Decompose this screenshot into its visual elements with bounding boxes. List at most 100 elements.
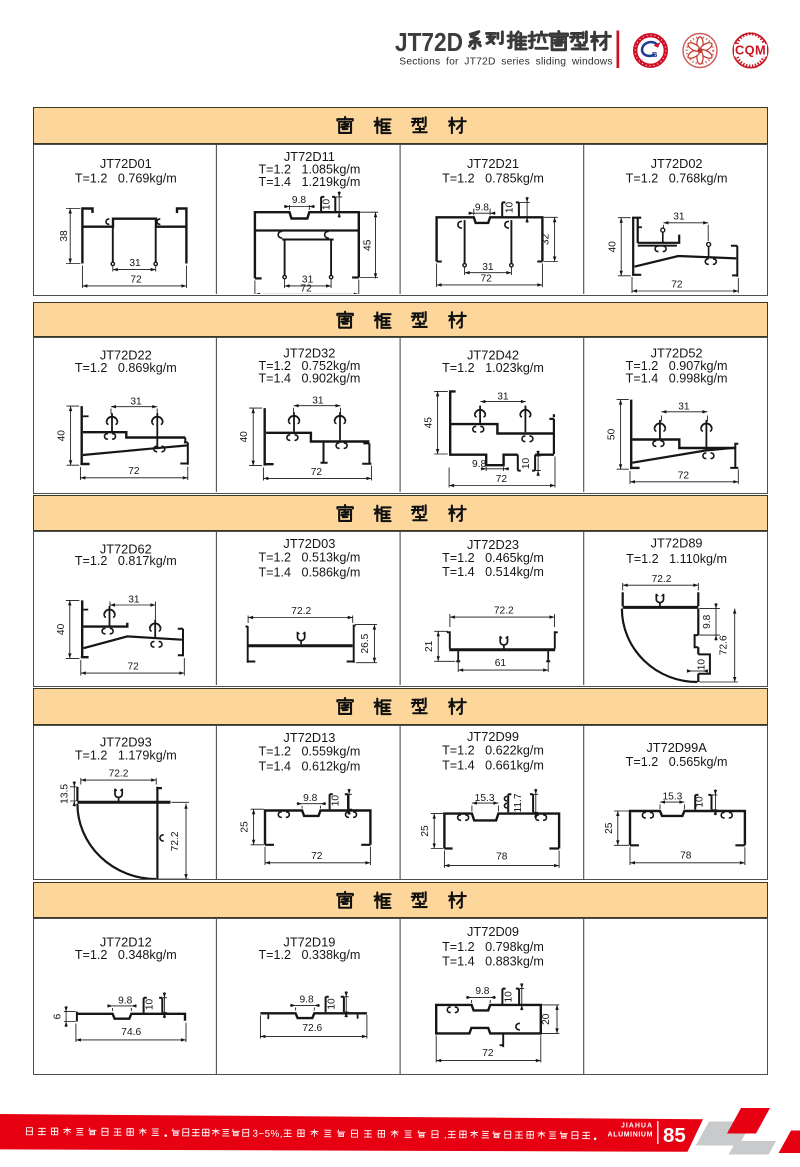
svg-text:72: 72 xyxy=(671,279,683,290)
svg-text:31: 31 xyxy=(678,402,690,413)
svg-text:JT72D23: JT72D23 xyxy=(467,537,519,552)
svg-text:9.8: 9.8 xyxy=(300,994,314,1005)
svg-text:10: 10 xyxy=(521,458,532,470)
svg-text:ALUMINIUM: ALUMINIUM xyxy=(608,1132,653,1139)
svg-text:20: 20 xyxy=(541,1013,552,1025)
svg-text:50: 50 xyxy=(607,429,618,441)
svg-text:72.2: 72.2 xyxy=(652,574,672,585)
svg-text:T=1.2 0.348kg/m: T=1.2 0.348kg/m xyxy=(75,948,177,962)
svg-text:10: 10 xyxy=(331,794,342,806)
svg-text:JT72D21: JT72D21 xyxy=(467,156,519,171)
svg-text:32: 32 xyxy=(541,233,552,245)
svg-text:31: 31 xyxy=(129,258,141,269)
svg-text:45: 45 xyxy=(363,239,374,251)
svg-text:T=1.2 1.110kg/m: T=1.2 1.110kg/m xyxy=(626,552,727,566)
svg-text:JT72D99A: JT72D99A xyxy=(646,740,707,755)
svg-text:T=1.2 0.907kg/m: T=1.2 0.907kg/m xyxy=(626,359,728,373)
svg-text:JT72D99: JT72D99 xyxy=(467,729,519,744)
svg-text:T=1.2 0.798kg/m: T=1.2 0.798kg/m xyxy=(442,940,544,954)
svg-text:B: B xyxy=(652,50,658,59)
svg-text:%: % xyxy=(271,1129,280,1140)
svg-text:~: ~ xyxy=(258,1129,264,1140)
svg-text:T=1.2 0.465kg/m: T=1.2 0.465kg/m xyxy=(442,551,544,565)
svg-text:JT72D42: JT72D42 xyxy=(467,348,519,363)
svg-text:72.2: 72.2 xyxy=(291,606,311,617)
svg-text:T=1.4 1.219kg/m: T=1.4 1.219kg/m xyxy=(258,175,360,189)
svg-text:85: 85 xyxy=(663,1124,686,1147)
svg-text:T=1.2 0.338kg/m: T=1.2 0.338kg/m xyxy=(258,948,360,962)
svg-text:10: 10 xyxy=(321,198,332,210)
svg-text:T=1.4 0.998kg/m: T=1.4 0.998kg/m xyxy=(626,372,728,386)
svg-text:72: 72 xyxy=(678,471,690,482)
svg-text:5: 5 xyxy=(265,1129,271,1140)
svg-text:T=1.2 0.869kg/m: T=1.2 0.869kg/m xyxy=(75,361,177,375)
svg-text:9.8: 9.8 xyxy=(475,202,489,213)
svg-text:40: 40 xyxy=(56,623,67,635)
svg-text:72: 72 xyxy=(300,283,312,294)
svg-text:JT72D02: JT72D02 xyxy=(651,156,703,171)
svg-text:CQM: CQM xyxy=(735,43,766,58)
svg-text:JIAHUA: JIAHUA xyxy=(621,1123,653,1130)
svg-text:9.8: 9.8 xyxy=(292,195,306,206)
svg-text:6: 6 xyxy=(53,1013,64,1019)
svg-text:31: 31 xyxy=(482,262,494,273)
svg-text:15.3: 15.3 xyxy=(662,791,682,802)
svg-text:JT72D93: JT72D93 xyxy=(100,734,152,749)
svg-text:10: 10 xyxy=(695,796,706,808)
svg-text:38: 38 xyxy=(59,230,70,242)
svg-text:13.5: 13.5 xyxy=(59,783,70,803)
svg-text:T=1.2 0.769kg/m: T=1.2 0.769kg/m xyxy=(75,171,177,185)
svg-text:JT72D: JT72D xyxy=(395,29,463,57)
svg-text:25: 25 xyxy=(420,825,431,837)
svg-text:T=1.2 0.565kg/m: T=1.2 0.565kg/m xyxy=(626,755,728,769)
svg-text:T=1.2 0.513kg/m: T=1.2 0.513kg/m xyxy=(258,551,360,565)
svg-text:JT72D12: JT72D12 xyxy=(100,934,152,949)
svg-text:40: 40 xyxy=(57,430,68,442)
svg-text:74.6: 74.6 xyxy=(121,1026,141,1037)
svg-text:10: 10 xyxy=(696,659,707,671)
svg-text:T=1.2 0.817kg/m: T=1.2 0.817kg/m xyxy=(75,554,177,568)
svg-text:72: 72 xyxy=(311,467,323,478)
svg-text:72.2: 72.2 xyxy=(170,831,181,851)
svg-text:25: 25 xyxy=(240,821,251,833)
svg-text:10: 10 xyxy=(504,201,515,213)
svg-text:40: 40 xyxy=(239,431,250,443)
svg-text:10: 10 xyxy=(503,990,514,1002)
svg-text:9.8: 9.8 xyxy=(118,995,132,1006)
svg-text:JT72D19: JT72D19 xyxy=(283,934,335,949)
svg-text:9.8: 9.8 xyxy=(475,986,489,997)
svg-text:JT72D22: JT72D22 xyxy=(100,348,152,363)
svg-text:72: 72 xyxy=(130,274,142,285)
svg-text:72: 72 xyxy=(311,851,323,862)
svg-text:JT72D89: JT72D89 xyxy=(651,536,703,551)
svg-text:31: 31 xyxy=(497,392,509,403)
svg-text:T=1.2 1.023kg/m: T=1.2 1.023kg/m xyxy=(442,361,544,375)
svg-text:78: 78 xyxy=(680,850,692,861)
svg-text:JT72D62: JT72D62 xyxy=(100,542,152,557)
svg-text:31: 31 xyxy=(312,396,324,407)
svg-text:10: 10 xyxy=(145,998,156,1010)
svg-text:JT72D32: JT72D32 xyxy=(283,346,335,361)
svg-text:T=1.4 0.883kg/m: T=1.4 0.883kg/m xyxy=(442,954,544,968)
svg-text:31: 31 xyxy=(130,397,142,408)
svg-text:40: 40 xyxy=(607,241,618,253)
svg-text:T=1.2 0.752kg/m: T=1.2 0.752kg/m xyxy=(258,359,360,373)
svg-text:T=1.2 0.785kg/m: T=1.2 0.785kg/m xyxy=(442,171,544,185)
svg-text:72: 72 xyxy=(496,474,508,485)
svg-text:72.6: 72.6 xyxy=(718,635,729,655)
svg-text:T=1.4 0.514kg/m: T=1.4 0.514kg/m xyxy=(442,565,544,579)
svg-text:72.2: 72.2 xyxy=(109,768,129,779)
svg-text:72: 72 xyxy=(481,273,493,284)
svg-text:9.8: 9.8 xyxy=(303,793,317,804)
svg-text:72: 72 xyxy=(128,662,140,673)
svg-text:T=1.2 0.622kg/m: T=1.2 0.622kg/m xyxy=(442,743,544,757)
svg-text:,: , xyxy=(444,1130,447,1141)
svg-text:10: 10 xyxy=(326,998,337,1010)
svg-text:72: 72 xyxy=(482,1048,494,1059)
svg-text:Sections for JT72D series slid: Sections for JT72D series sliding window… xyxy=(399,57,613,68)
svg-text:11.7: 11.7 xyxy=(513,793,524,812)
svg-text:T=1.4 0.902kg/m: T=1.4 0.902kg/m xyxy=(258,372,360,386)
svg-text:3: 3 xyxy=(253,1129,259,1140)
svg-text:T=1.4 0.661kg/m: T=1.4 0.661kg/m xyxy=(442,758,544,772)
svg-text:JT72D52: JT72D52 xyxy=(651,346,703,361)
